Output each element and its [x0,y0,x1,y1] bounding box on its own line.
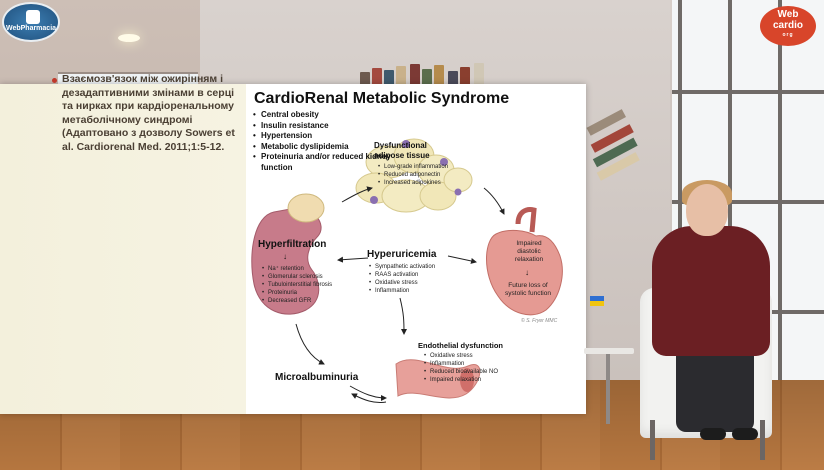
side-table [584,348,634,354]
hyperuricemia-item: Inflammation [369,287,435,295]
hyperfiltration-item: Decreased GFR [262,297,332,305]
webcardio-logo-line2: cardio [772,20,803,31]
down-arrow-icon: ↓ [283,252,287,261]
figure-title: CardioRenal Metabolic Syndrome [254,90,510,107]
presenter-shoe [732,428,758,440]
hyperfiltration-item: Proteinuria [262,289,332,297]
endothelial-item: Reduced bioavailable NO [424,368,498,376]
flag-icon [590,296,604,306]
adipose-item: Increased adipokines [378,179,448,187]
hyperfiltration-item: Na⁺ retention [262,265,332,273]
heart-illustration [486,207,563,316]
presenter-shoe [700,428,726,440]
ceiling-light [118,34,140,42]
heart-label-top: Impaired diastolic relaxation [514,240,544,263]
endothelial-list: Oxidative stress Inflammation Reduced bi… [424,352,498,384]
risk-factor-item: Metabolic dyslipidemia [253,142,393,153]
microalbuminuria-label: Microalbuminuria [275,372,359,383]
risk-factor-item: Insulin resistance [253,121,393,132]
adipose-tissue-title: Dysfunctional adipose tissue [374,141,430,160]
hyperuricemia-title: Hyperuricemia [367,249,437,260]
risk-factor-list: Central obesity Insulin resistance Hyper… [253,110,393,173]
hyperfiltration-title: Hyperfiltration [258,239,327,250]
risk-factor-item: Hypertension [253,131,393,142]
hyperuricemia-list: Sympathetic activation RAAS activation O… [369,263,435,295]
webpharmacia-logo-text: WebPharmacia [5,25,57,32]
pharmacy-mark-icon [26,10,40,24]
hyperfiltration-item: Glomerular sclerosis [262,273,332,281]
hyperuricemia-item: RAAS activation [369,271,435,279]
webcardio-logo-line1: Web [777,9,799,20]
adipose-item: Reduced adiponectin [378,171,448,179]
heart-down-arrow-icon: ↓ [525,268,529,277]
endothelial-item: Inflammation [424,360,498,368]
presenter-face [686,184,728,236]
webcardio-logo-line3: org [782,32,794,38]
webcardio-logo [760,6,816,46]
hyperfiltration-list: Na⁺ retention Glomerular sclerosis Tubul… [262,265,332,305]
hyperuricemia-item: Sympathetic activation [369,263,435,271]
slide-caption: Взаємозв'язок між ожирінням і дезадаптив… [62,73,235,153]
risk-factor-item: Proteinuria and/or reduced kidney functi… [253,152,393,173]
hyperuricemia-item: Oxidative stress [369,279,435,287]
adipose-tissue-list: Low-grade inflammation Reduced adiponect… [378,163,448,187]
risk-factor-item: Central obesity [253,110,393,121]
presenter [652,226,770,356]
endothelial-item: Oxidative stress [424,352,498,360]
endothelial-item: Impaired relaxation [424,376,498,384]
shelf-books [360,62,520,86]
hyperfiltration-item: Tubulointerstitial fibrosis [262,281,332,289]
slide-caption-panel [0,84,246,414]
left-window-strip [58,72,198,86]
side-shelf-books [586,109,640,181]
heart-label-bottom: Future loss of systolic function [505,282,551,297]
adipose-item: Low-grade inflammation [378,163,448,171]
endothelial-dysfunction-title: Endothelial dysfunction [418,341,504,350]
caption-bullet-icon [52,78,57,83]
illustrator-signature: © S. Fryer MMC [521,318,558,324]
webpharmacia-logo [2,2,60,42]
